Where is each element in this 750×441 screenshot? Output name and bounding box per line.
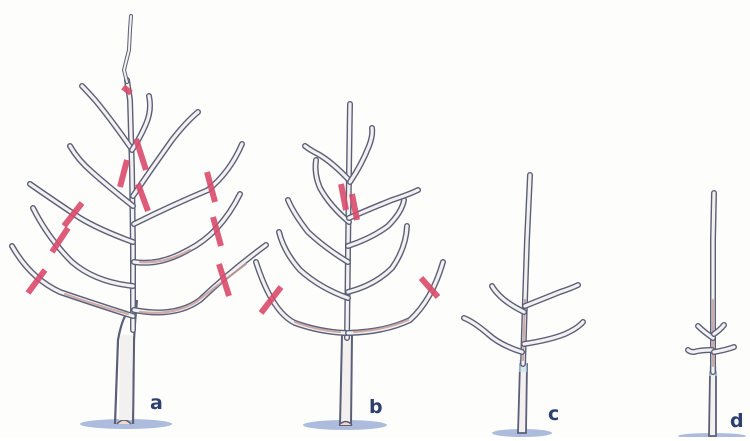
tree-label-b: b bbox=[369, 398, 383, 417]
tree-b bbox=[256, 104, 443, 430]
tree-label-c: c bbox=[548, 405, 559, 424]
cut-mark bbox=[138, 184, 148, 211]
cut-mark bbox=[136, 139, 146, 170]
cut-mark bbox=[207, 172, 215, 202]
tree-label-d: d bbox=[730, 412, 744, 431]
cut-mark bbox=[120, 160, 127, 187]
cut-mark bbox=[341, 184, 346, 210]
tree-d bbox=[678, 193, 746, 437]
tree-c bbox=[464, 175, 583, 437]
tree-label-a: a bbox=[150, 394, 163, 413]
tree-a bbox=[12, 16, 266, 429]
